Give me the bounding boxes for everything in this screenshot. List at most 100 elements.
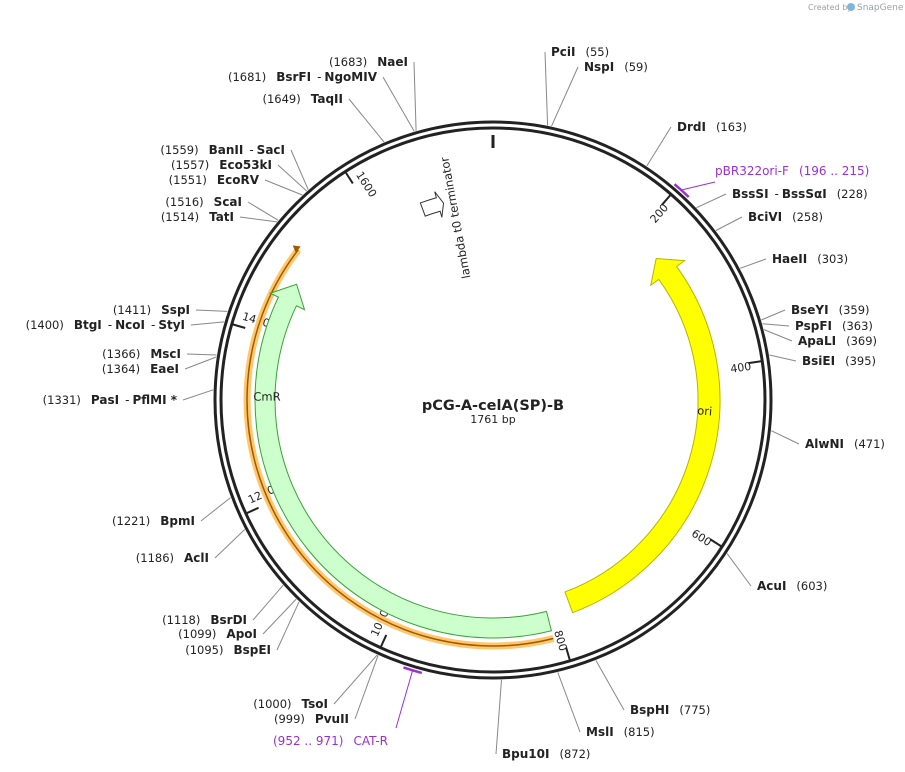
site-separator: - [125,393,129,407]
site-name: PvuII [315,712,349,726]
site-leader [726,553,752,587]
site-label: (999) PvuII [274,712,349,726]
restriction-site[interactable]: BseYI(359) [761,303,870,321]
restriction-site[interactable]: (1411)SspI [113,303,228,317]
restriction-site[interactable]: (1551)EcoRV [169,173,303,196]
tick-mark [344,171,354,184]
restriction-site[interactable]: (1400)BtgI-NcoI-StyI [26,318,225,332]
site-leader [190,321,225,326]
restriction-site[interactable]: BssSI-BssSαI(228) [696,187,868,209]
restriction-site[interactable]: (1649) TaqII [262,92,385,143]
restriction-site[interactable]: MslI(815) [557,672,655,739]
site-leader [186,353,217,356]
site-name: BssSI [732,187,769,201]
feature-label: ori [697,403,713,418]
primer-range: (196 .. 215) [799,164,869,178]
feature-arrow [564,257,721,614]
site-name: BspEI [233,643,271,657]
primers: pBR322ori-F(196 .. 215) (952 .. 971)CAT-R [273,164,869,748]
site-leader [277,164,308,192]
restriction-site[interactable]: (1366)MscI [102,347,217,361]
restriction-site[interactable]: BsiEI(395) [769,354,876,368]
site-alt-name: NcoI [115,318,145,332]
site-position: (1681) [228,70,266,84]
site-position: (1099) [178,627,216,641]
tick-label: 1600 [353,169,379,200]
tick-mark [232,323,246,329]
site-label: BciVI(258) [748,210,823,224]
restriction-site[interactable]: (1000)TsoI [253,654,378,711]
restriction-site[interactable]: (1683)NaeI [329,55,417,131]
restriction-site[interactable]: DrdI(163) [646,120,747,167]
site-label: (1095)BspEI [185,643,271,657]
site-name: BanII [209,143,244,157]
site-leader [595,660,625,711]
site-label: (1364)EaeI [102,362,179,376]
tick-label: 400 [730,360,753,376]
site-position: (1411) [113,303,151,317]
site-leader [276,601,300,651]
site-separator: - [151,318,155,332]
site-leader [333,654,378,705]
restriction-site[interactable]: (1331)PasI-PflMI * [43,389,214,407]
site-position: (258) [792,210,823,224]
restriction-site[interactable]: (1095)BspEI [185,601,300,657]
restriction-site[interactable]: (1364)EaeI [102,356,217,376]
site-name: TaqII [311,92,343,106]
restriction-site[interactable]: (1186)AclI [136,529,246,566]
restriction-site[interactable]: (1559)BanII-SacI [160,143,309,190]
site-position: (1364) [102,362,140,376]
restriction-site[interactable]: PspFI(363) [762,319,873,333]
site-name: BtgI [74,318,102,332]
site-position: (872) [559,747,590,761]
site-position: (999) [274,712,305,726]
site-position: (1331) [43,393,81,407]
restriction-site[interactable]: HaeII(303) [739,252,848,269]
site-leader [413,61,417,131]
tick-label: 200 [648,201,672,225]
restriction-site[interactable]: (1514)TatI [161,210,278,224]
primer-label: (952 .. 971)CAT-R [273,734,388,748]
site-position: (775) [679,703,710,717]
restriction-site[interactable]: ApaLI(369) [763,329,877,348]
site-leader [769,354,797,362]
restriction-site[interactable]: (1118)BsrDI [162,584,284,627]
restriction-site[interactable]: (1681)BsrFI-NgoMIV [228,70,415,132]
restriction-site[interactable]: AlwNI(471) [771,430,885,451]
restriction-site[interactable]: PciI(55) [544,45,609,126]
site-label: (1366)MscI [102,347,181,361]
restriction-site[interactable]: NspI(59) [551,60,648,127]
site-leader [195,309,228,312]
site-position: (59) [624,60,648,74]
site-position: (303) [817,252,848,266]
site-position: (1649) [262,92,300,106]
restriction-site[interactable]: (1099)ApoI [178,598,297,641]
restriction-site[interactable]: (1516)ScaI [165,195,279,221]
plasmid-name: pCG-A-celA(SP)-B [422,398,564,414]
site-leader [544,51,549,126]
restriction-site[interactable]: (999) PvuII [274,655,379,726]
primer-label: pBR322ori-F(196 .. 215) [715,164,869,178]
site-name: PciI [551,45,576,59]
site-position: (228) [837,187,868,201]
site-position: (395) [845,354,876,368]
restriction-site[interactable]: AcuI(603) [726,553,827,593]
site-separator: - [249,143,253,157]
site-leader [557,672,581,733]
restriction-site[interactable]: (1557)Eco53kI [171,158,308,192]
tick-mark [661,194,672,206]
restriction-site[interactable]: BciVI(258) [715,210,823,231]
restriction-site[interactable]: (1221)BpmI [112,497,231,528]
tick-label: 800 [551,629,569,653]
site-name: TatI [209,210,234,224]
snapgene-logo-icon [847,3,855,11]
site-name: AcuI [757,579,786,593]
site-name: BspHI [630,703,669,717]
site-leader [290,149,309,190]
site-leader [214,529,246,559]
restriction-site[interactable]: BspHI (775) [595,660,710,717]
site-leader [495,679,502,755]
restriction-site[interactable]: Bpu10I(872) [495,679,590,761]
